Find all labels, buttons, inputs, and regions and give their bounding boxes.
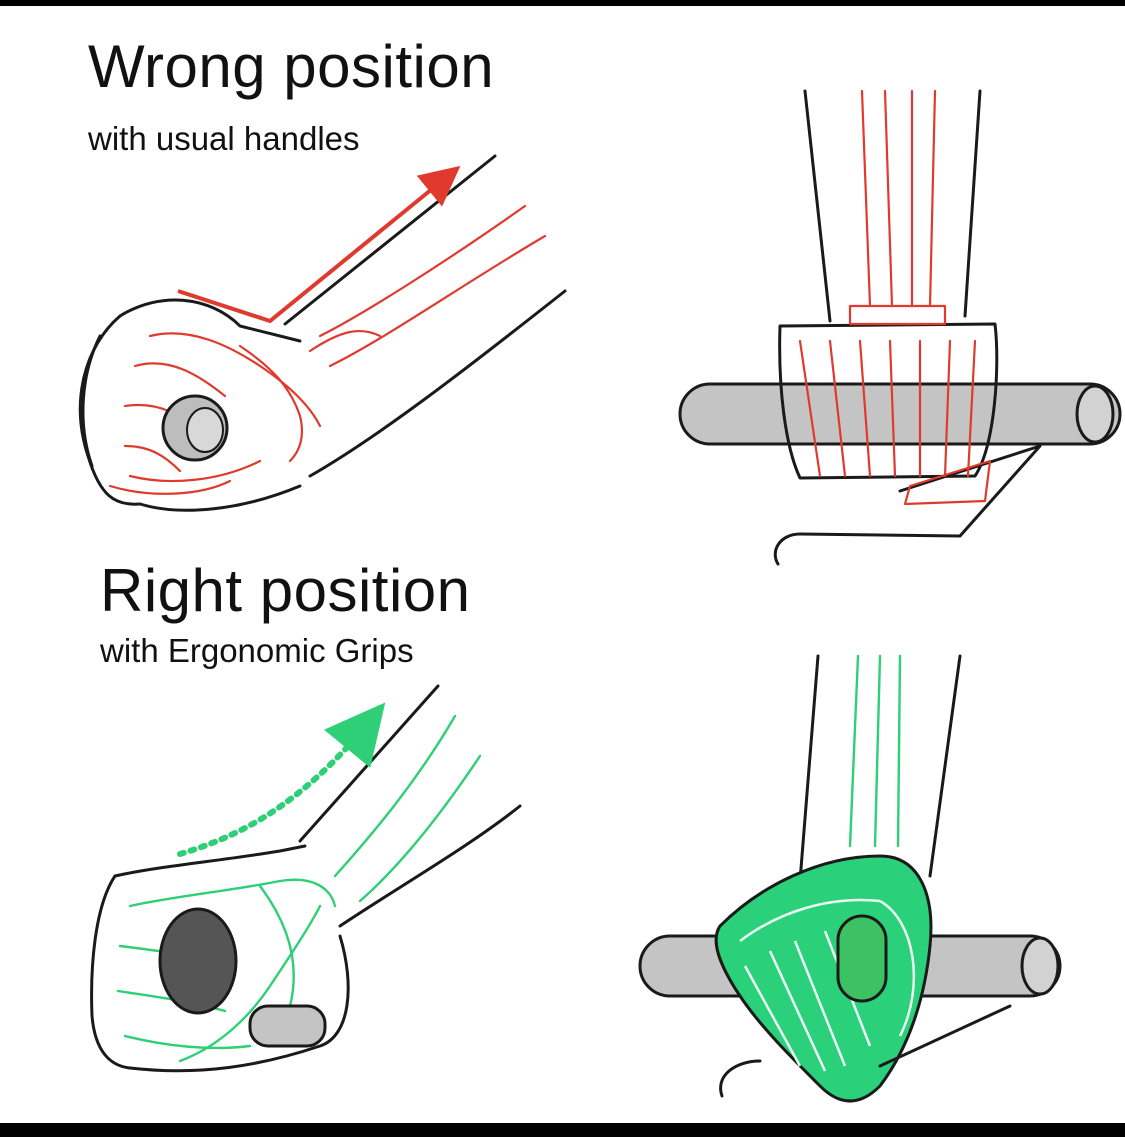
infographic-canvas: Wrong position with usual handles Right … bbox=[0, 6, 1125, 1123]
illustrations bbox=[78, 89, 1122, 1103]
wrong-front-view-illustration bbox=[678, 89, 1122, 566]
right-position-title: Right position bbox=[100, 557, 471, 624]
wrong-position-title: Wrong position bbox=[88, 33, 495, 100]
wrong-position-subtitle: with usual handles bbox=[88, 120, 360, 157]
right-front-view-illustration bbox=[638, 654, 1062, 1103]
wrong-side-view-illustration bbox=[78, 154, 567, 512]
right-position-subtitle: with Ergonomic Grips bbox=[100, 632, 414, 669]
right-side-view-illustration bbox=[90, 684, 522, 1073]
